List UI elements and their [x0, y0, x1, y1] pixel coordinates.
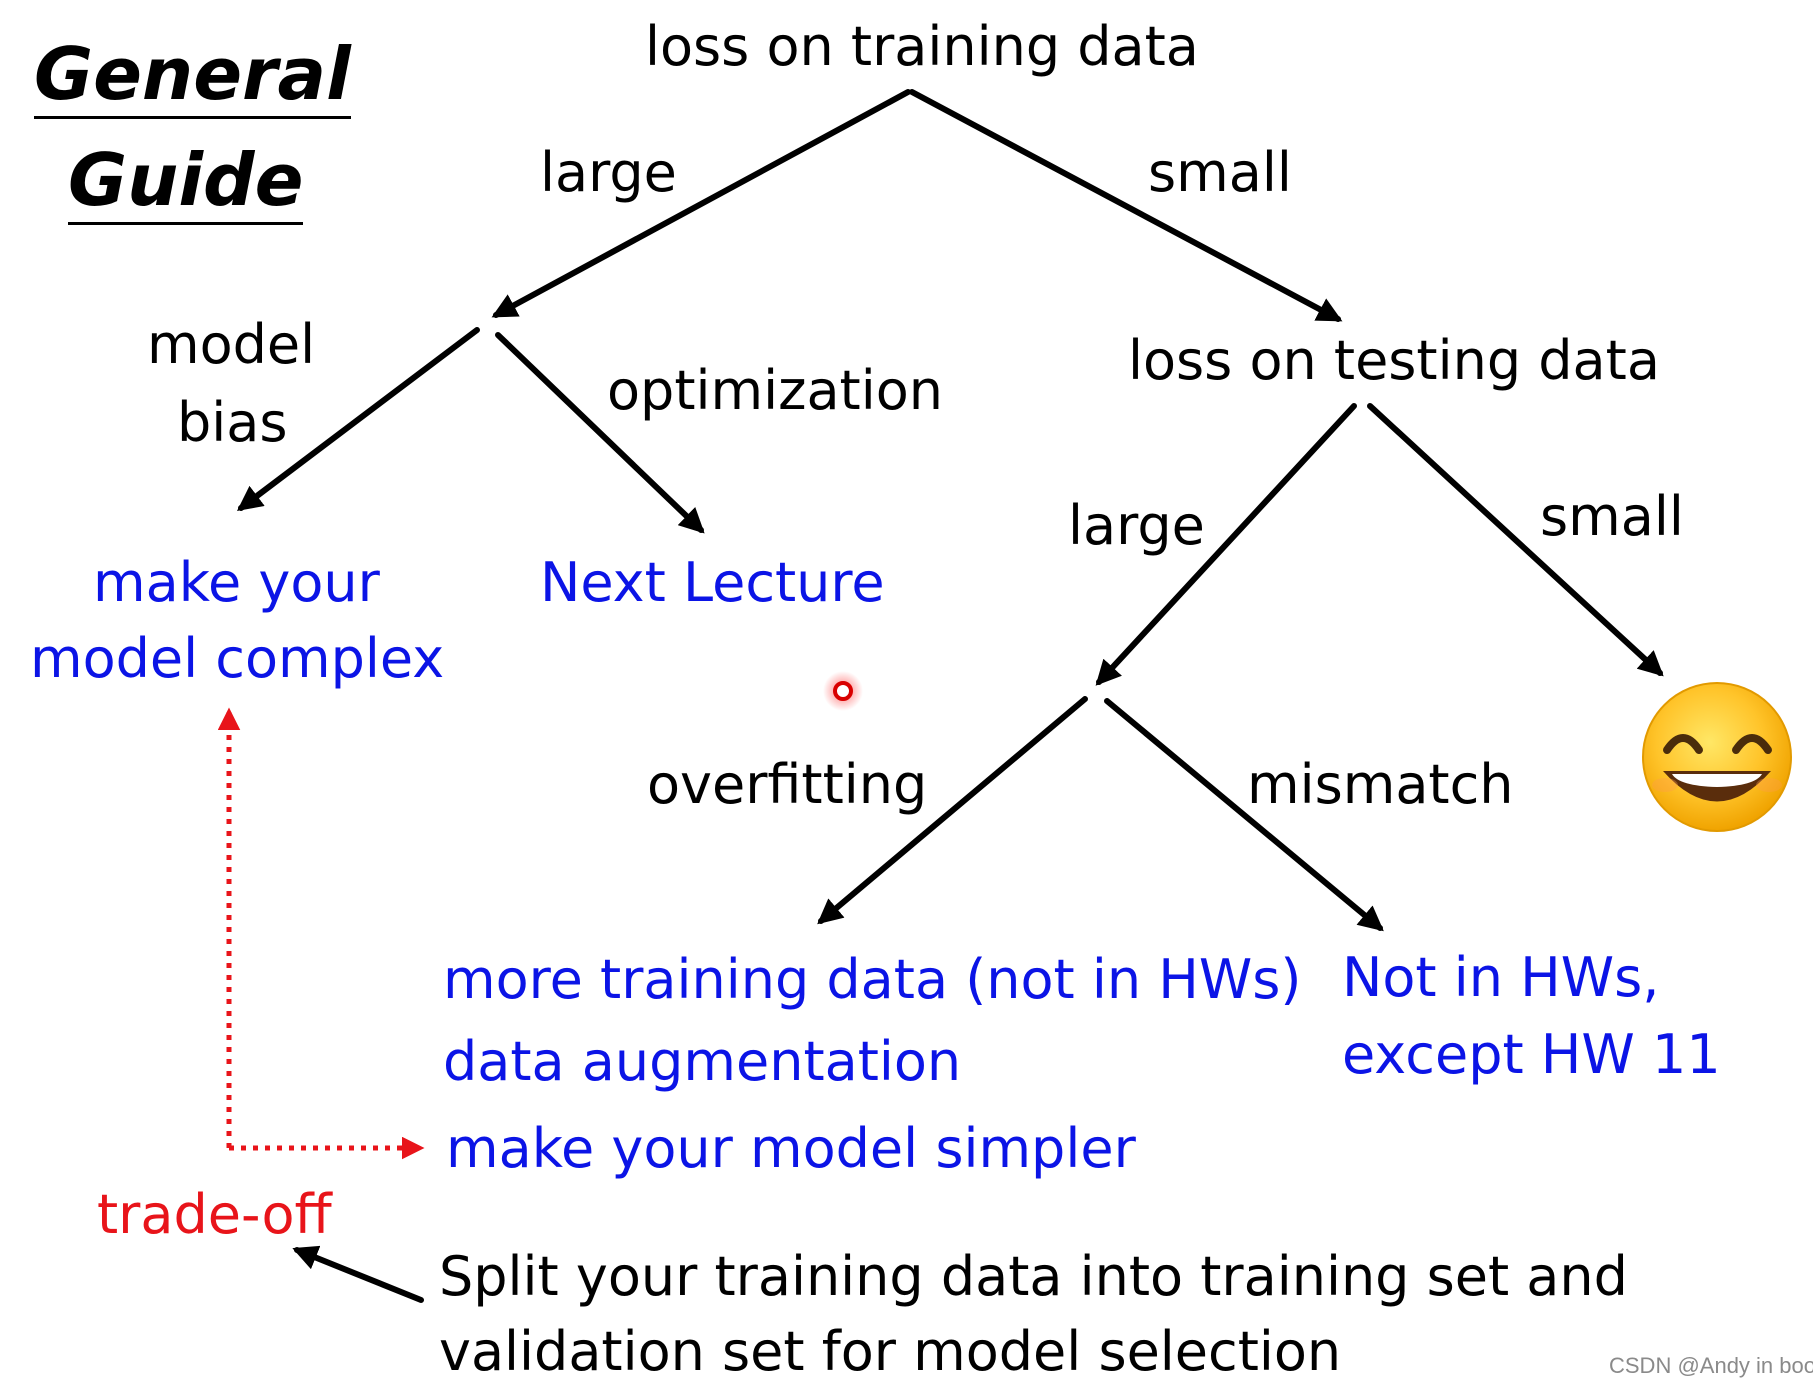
- fix-more-training-data: more training data (not in HWs): [443, 948, 1302, 1011]
- arrow-root-to-large: [491, 89, 911, 318]
- model-bias-label-line1: model: [147, 313, 316, 376]
- branch-large-label: large: [540, 141, 677, 204]
- split-note-line2: validation set for model selection: [439, 1320, 1342, 1381]
- smiling-face-icon: [1642, 682, 1792, 832]
- watermark: CSDN @Andy in boots: [1609, 1353, 1813, 1378]
- arrow-root-to-small: [909, 89, 1343, 322]
- title-general: General: [34, 38, 351, 119]
- fix-simpler-model: make your model simpler: [446, 1117, 1136, 1180]
- make-complex-line2: model complex: [30, 627, 445, 690]
- arrow-test-to-small: [1367, 403, 1664, 677]
- test-small-label: small: [1540, 485, 1684, 548]
- next-lecture-label: Next Lecture: [540, 551, 885, 614]
- mismatch-note-line2: except HW 11: [1342, 1023, 1721, 1086]
- mismatch-note-line1: Not in HWs,: [1342, 946, 1660, 1009]
- arrow-to-overfitting: [817, 696, 1088, 925]
- model-bias-label-line2: bias: [177, 391, 288, 454]
- optimization-label: optimization: [607, 359, 943, 422]
- root-node-label: loss on training data: [645, 15, 1199, 78]
- make-complex-line1: make your: [93, 551, 380, 614]
- split-note-line1: Split your training data into training s…: [439, 1245, 1628, 1308]
- arrow-to-mismatch: [1104, 698, 1384, 932]
- arrow-split-to-tradeoff: [292, 1245, 424, 1303]
- overfitting-label: overfitting: [647, 753, 928, 816]
- tradeoff-label: trade-off: [97, 1183, 332, 1246]
- mismatch-label: mismatch: [1247, 753, 1514, 816]
- laser-pointer-dot: [823, 671, 863, 711]
- branch-small-label: small: [1148, 141, 1292, 204]
- title-guide: Guide: [68, 144, 304, 225]
- fix-data-augmentation: data augmentation: [443, 1030, 962, 1093]
- arrow-to-model-bias: [236, 327, 480, 512]
- arrow-to-optimization: [495, 332, 705, 534]
- testing-node-label: loss on testing data: [1128, 329, 1660, 392]
- test-large-label: large: [1068, 494, 1205, 557]
- arrow-test-to-large: [1095, 403, 1357, 686]
